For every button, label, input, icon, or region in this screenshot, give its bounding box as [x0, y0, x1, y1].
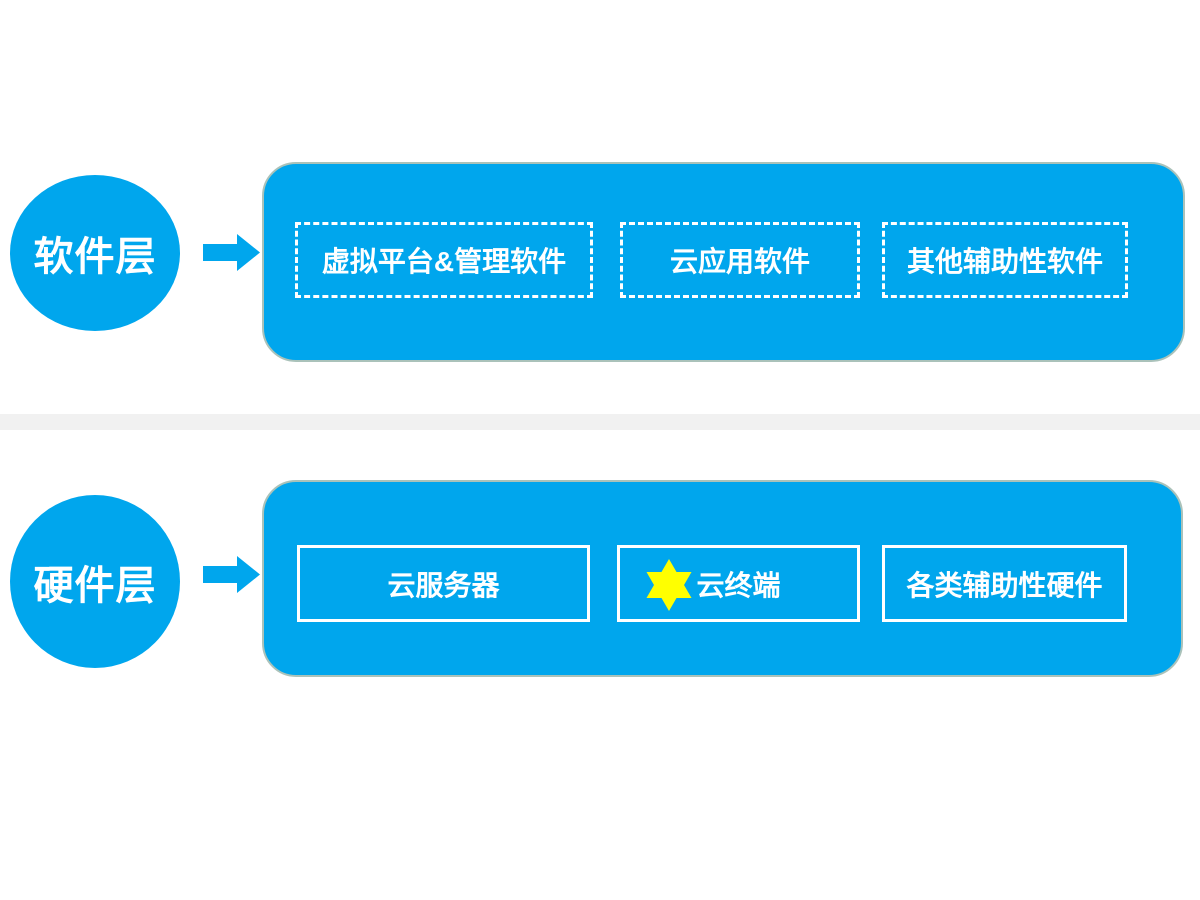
right-arrow-icon: [203, 556, 260, 593]
software-layer-label: 软件层: [33, 235, 157, 279]
right-arrow-icon: [203, 234, 260, 271]
hardware-layer-circle: 硬件层: [10, 495, 180, 668]
six-pointed-star-icon: [643, 554, 695, 616]
hardware-layer-label: 硬件层: [33, 563, 157, 608]
software-layer-circle: 软件层: [10, 175, 180, 331]
box-label: 虚拟平台&管理软件: [321, 246, 567, 277]
box-cloud-server: 云服务器: [297, 545, 590, 622]
box-label: 云终端: [696, 569, 781, 601]
section-divider: [0, 414, 1200, 430]
hardware-panel: 云服务器 云终端 各类辅助性硬件: [262, 480, 1183, 677]
box-virtual-platform-management-software: 虚拟平台&管理软件: [295, 222, 593, 298]
box-cloud-terminal: 云终端: [617, 545, 860, 622]
box-label: 云应用软件: [669, 246, 810, 277]
box-auxiliary-hardware: 各类辅助性硬件: [882, 545, 1127, 622]
box-label: 云服务器: [387, 569, 500, 601]
box-label: 其他辅助性软件: [906, 246, 1103, 277]
box-label: 各类辅助性硬件: [906, 569, 1103, 601]
software-panel: 虚拟平台&管理软件 云应用软件 其他辅助性软件: [262, 162, 1185, 362]
box-other-auxiliary-software: 其他辅助性软件: [882, 222, 1128, 298]
box-cloud-application-software: 云应用软件: [620, 222, 860, 298]
